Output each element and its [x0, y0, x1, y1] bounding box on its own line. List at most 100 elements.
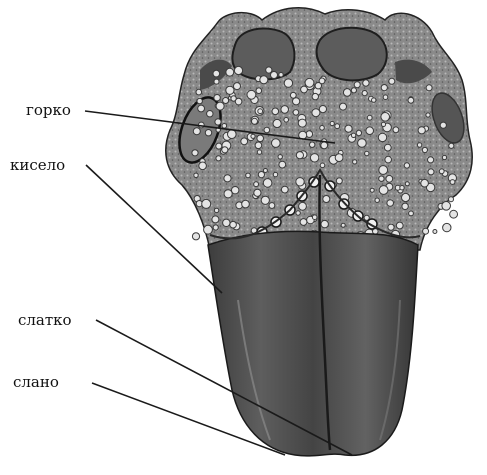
papilla [284, 79, 292, 87]
papilla [422, 147, 427, 152]
papilla [196, 89, 202, 95]
papilla [440, 122, 446, 128]
papilla [417, 143, 421, 147]
papilla [315, 83, 321, 89]
papilla [335, 154, 343, 162]
papilla [405, 182, 409, 186]
papilla [363, 80, 369, 86]
papilla [408, 97, 414, 103]
papilla [358, 139, 367, 148]
papilla [216, 156, 221, 161]
papilla [351, 133, 355, 137]
papilla [279, 73, 283, 77]
papilla [418, 127, 425, 134]
papilla [212, 216, 219, 223]
papilla [271, 72, 278, 79]
papilla [443, 223, 451, 231]
papilla [449, 197, 454, 202]
papilla [255, 142, 262, 149]
papilla [335, 124, 340, 129]
papilla [214, 79, 219, 84]
papilla [284, 118, 289, 123]
label-bitter: горко [26, 101, 71, 119]
papilla [193, 128, 200, 135]
papilla [254, 182, 259, 187]
papilla [323, 196, 330, 203]
papilla [320, 126, 325, 131]
papilla [381, 113, 390, 122]
papilla [393, 127, 399, 133]
papilla [321, 142, 328, 149]
papilla [204, 225, 213, 234]
papilla [235, 98, 242, 105]
papilla [257, 150, 261, 154]
papilla [426, 113, 430, 117]
papilla [450, 210, 458, 218]
papilla [310, 142, 315, 147]
papilla [264, 127, 270, 133]
papilla [301, 86, 308, 93]
papilla [300, 219, 307, 226]
papilla [254, 189, 261, 196]
papilla [197, 98, 202, 103]
papilla [305, 78, 314, 87]
papilla [226, 68, 234, 76]
papilla [263, 179, 272, 188]
papilla [330, 121, 334, 125]
papilla [428, 157, 434, 163]
papilla [387, 200, 394, 207]
papilla [386, 175, 393, 182]
papilla [234, 83, 241, 90]
papilla [278, 155, 282, 159]
papilla [293, 110, 299, 116]
papilla [312, 109, 320, 117]
papilla [216, 143, 222, 149]
papilla [365, 151, 369, 155]
papilla [400, 186, 404, 190]
papilla [293, 98, 300, 105]
papilla [421, 179, 429, 187]
papilla [375, 198, 379, 202]
papilla [192, 150, 198, 156]
papilla [228, 130, 237, 139]
label-sour: кисело [10, 156, 65, 174]
papilla [230, 221, 237, 228]
papilla [336, 178, 342, 184]
papilla [247, 90, 256, 99]
papilla [273, 172, 277, 176]
papilla [213, 225, 218, 230]
papilla [449, 143, 454, 148]
papilla [345, 125, 352, 132]
papilla [223, 98, 229, 104]
papilla [423, 228, 429, 234]
papilla [261, 196, 269, 204]
papilla [310, 154, 318, 162]
papilla [296, 211, 300, 215]
papilla [319, 106, 326, 113]
papilla [214, 95, 220, 101]
papilla [343, 89, 351, 97]
papilla [246, 173, 251, 178]
papilla [426, 85, 432, 91]
papilla [402, 193, 410, 201]
papilla [263, 169, 267, 173]
papilla [312, 215, 317, 220]
papilla [242, 200, 250, 208]
papilla [379, 186, 388, 195]
papilla [299, 202, 307, 210]
papilla [384, 144, 391, 151]
papilla [320, 163, 325, 168]
papilla [224, 190, 232, 198]
papilla [381, 122, 385, 126]
papilla [388, 224, 394, 230]
papilla [269, 203, 275, 209]
papilla [257, 135, 264, 142]
papilla [383, 95, 388, 100]
papilla [296, 152, 303, 159]
papilla [312, 93, 318, 99]
papilla [272, 108, 279, 115]
papilla [296, 178, 304, 186]
papilla [385, 156, 392, 163]
papilla [362, 91, 367, 96]
